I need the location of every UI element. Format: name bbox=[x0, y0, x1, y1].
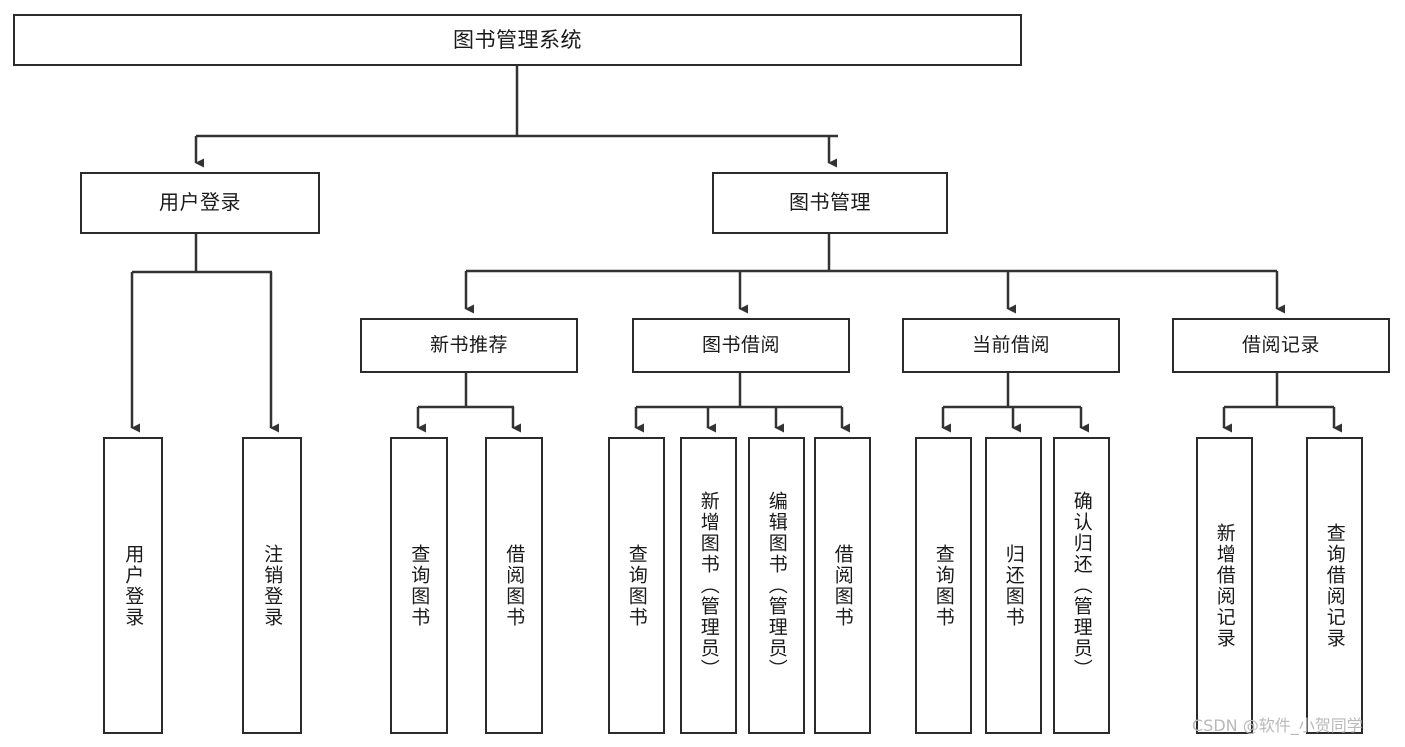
node-user-login-label: 用户登录 bbox=[159, 190, 241, 215]
node-leaf-edit-book[interactable]: 编辑图书（管理员） bbox=[748, 437, 805, 734]
node-new-book-recommend-label: 新书推荐 bbox=[429, 334, 508, 357]
node-leaf-borrow-book-2-label: 借阅图书 bbox=[831, 543, 854, 628]
node-book-borrow[interactable]: 图书借阅 bbox=[632, 318, 850, 373]
node-book-manage[interactable]: 图书管理 bbox=[712, 172, 948, 234]
node-leaf-query-book-1-label: 查询图书 bbox=[408, 543, 431, 628]
node-leaf-logout[interactable]: 注销登录 bbox=[242, 437, 302, 734]
node-leaf-query-record-label: 查询借阅记录 bbox=[1323, 522, 1346, 649]
node-leaf-query-book-1[interactable]: 查询图书 bbox=[390, 437, 448, 734]
node-book-manage-label: 图书管理 bbox=[789, 190, 871, 215]
node-root-label: 图书管理系统 bbox=[453, 27, 582, 52]
node-leaf-return-book[interactable]: 归还图书 bbox=[985, 437, 1042, 734]
node-leaf-user-login[interactable]: 用户登录 bbox=[103, 437, 163, 734]
node-leaf-query-book-2-label: 查询图书 bbox=[625, 543, 648, 628]
node-leaf-confirm-return[interactable]: 确认归还（管理员） bbox=[1053, 437, 1110, 734]
node-leaf-add-book-label: 新增图书（管理员） bbox=[697, 491, 720, 680]
node-leaf-query-record[interactable]: 查询借阅记录 bbox=[1306, 437, 1363, 734]
watermark-text: CSDN @软件_小贺同学 bbox=[1192, 716, 1363, 735]
node-root[interactable]: 图书管理系统 bbox=[13, 14, 1022, 66]
node-leaf-borrow-book-1-label: 借阅图书 bbox=[503, 543, 526, 628]
node-leaf-edit-book-label: 编辑图书（管理员） bbox=[765, 491, 788, 680]
node-user-login[interactable]: 用户登录 bbox=[80, 172, 320, 234]
node-leaf-user-login-label: 用户登录 bbox=[122, 543, 145, 628]
node-leaf-logout-label: 注销登录 bbox=[261, 543, 284, 628]
node-new-book-recommend[interactable]: 新书推荐 bbox=[360, 318, 578, 373]
node-book-borrow-label: 图书借阅 bbox=[701, 334, 780, 357]
node-current-borrow[interactable]: 当前借阅 bbox=[902, 318, 1120, 373]
node-leaf-borrow-book-2[interactable]: 借阅图书 bbox=[814, 437, 871, 734]
node-leaf-add-book[interactable]: 新增图书（管理员） bbox=[680, 437, 737, 734]
node-leaf-borrow-book-1[interactable]: 借阅图书 bbox=[485, 437, 543, 734]
node-borrow-record[interactable]: 借阅记录 bbox=[1172, 318, 1390, 373]
node-leaf-return-book-label: 归还图书 bbox=[1002, 543, 1025, 628]
node-leaf-query-book-2[interactable]: 查询图书 bbox=[608, 437, 665, 734]
node-leaf-query-book-3[interactable]: 查询图书 bbox=[915, 437, 972, 734]
node-leaf-add-record[interactable]: 新增借阅记录 bbox=[1196, 437, 1253, 734]
node-leaf-confirm-return-label: 确认归还（管理员） bbox=[1070, 491, 1093, 680]
node-borrow-record-label: 借阅记录 bbox=[1241, 334, 1320, 357]
node-leaf-query-book-3-label: 查询图书 bbox=[932, 543, 955, 628]
node-leaf-add-record-label: 新增借阅记录 bbox=[1213, 522, 1236, 649]
node-current-borrow-label: 当前借阅 bbox=[971, 334, 1050, 357]
